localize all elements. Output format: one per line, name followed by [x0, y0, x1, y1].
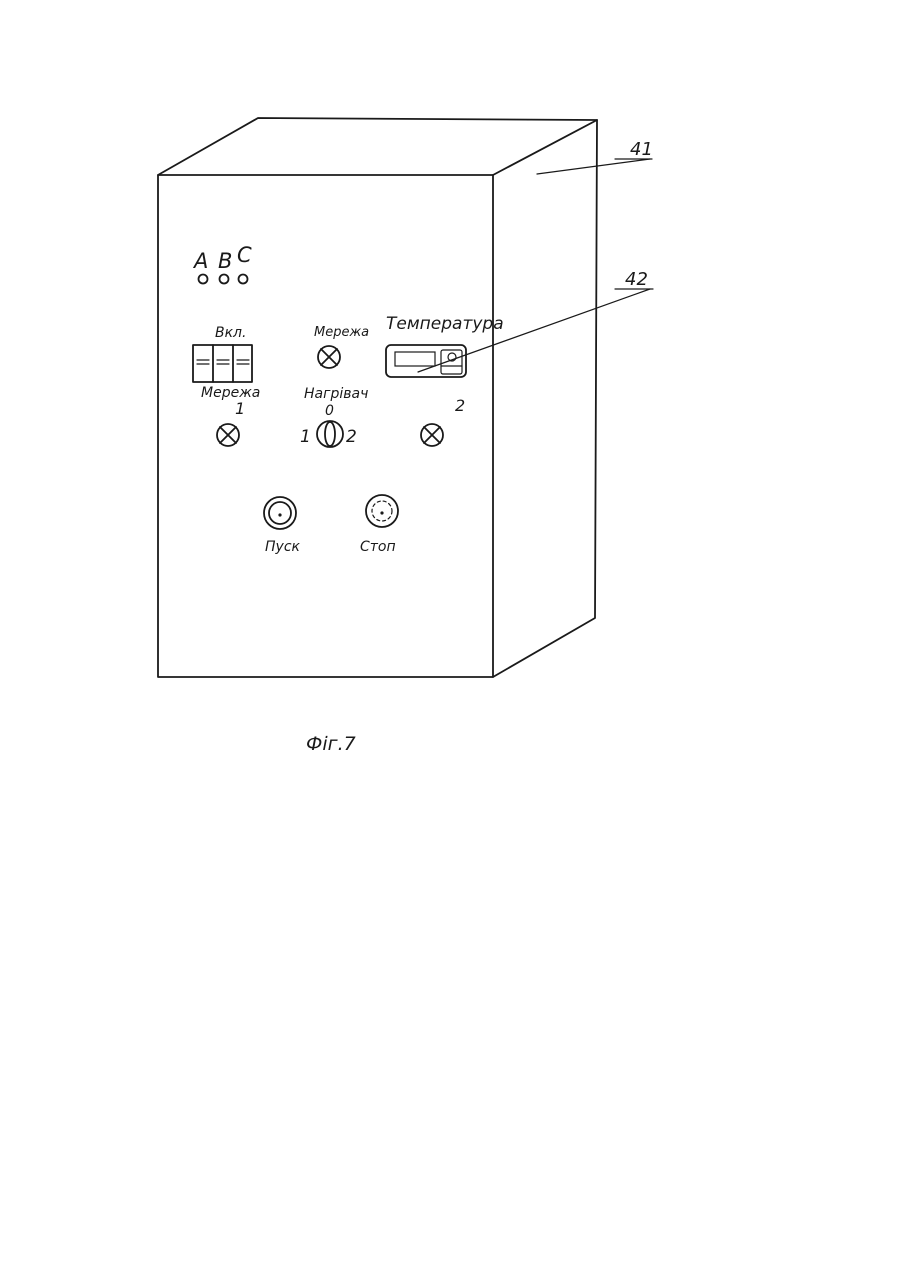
phase-label-a: A: [192, 249, 208, 273]
heater-label: Нагрівач: [304, 386, 368, 402]
selector-pos-2: 2: [346, 427, 357, 447]
stop-button-inner: [372, 501, 392, 521]
stop-button[interactable]: Стоп: [360, 495, 398, 555]
figure-caption: Фіг.7: [306, 733, 356, 755]
stop-button-dot: [380, 511, 383, 514]
phase-label-c: C: [237, 243, 252, 267]
breaker-label: Вкл.: [215, 325, 246, 341]
stop-label: Стоп: [360, 539, 396, 555]
selector-pos-1: 1: [300, 427, 311, 447]
cabinet-top-edge: [493, 120, 597, 175]
phase-led-a: [199, 275, 208, 284]
start-button-inner: [269, 502, 291, 524]
circuit-breaker[interactable]: Вкл. Мережа: [193, 325, 260, 401]
ref-number-41: 41: [630, 139, 653, 160]
start-button[interactable]: Пуск: [264, 497, 301, 555]
lamp-left-number: 1: [235, 399, 245, 418]
selector-knob: [317, 421, 343, 447]
ref-number-42: 42: [625, 269, 648, 290]
thermostat-display: [395, 352, 435, 366]
start-button-dot: [278, 513, 281, 516]
phase-label-b: B: [218, 249, 232, 273]
selector-pos-off: 0: [325, 403, 334, 419]
heater-selector-switch[interactable]: 0 1 2: [300, 403, 357, 447]
network-indicator: Мережа: [314, 325, 369, 368]
phase-led-b: [220, 275, 229, 284]
network-lamp-label: Мережа: [314, 325, 369, 340]
lamp-right-number: 2: [455, 396, 465, 415]
phase-indicators: A B C: [192, 243, 252, 284]
temperature-label: Температура: [386, 314, 504, 334]
phase-led-c: [239, 275, 248, 284]
temperature-controller[interactable]: Температура: [386, 314, 504, 377]
stop-button-outer: [366, 495, 398, 527]
reference-41: 41: [537, 139, 653, 174]
start-label: Пуск: [265, 539, 301, 555]
leader-line-41: [537, 159, 650, 174]
breaker-sublabel: Мережа: [201, 385, 260, 401]
selector-pointer: [325, 422, 335, 446]
